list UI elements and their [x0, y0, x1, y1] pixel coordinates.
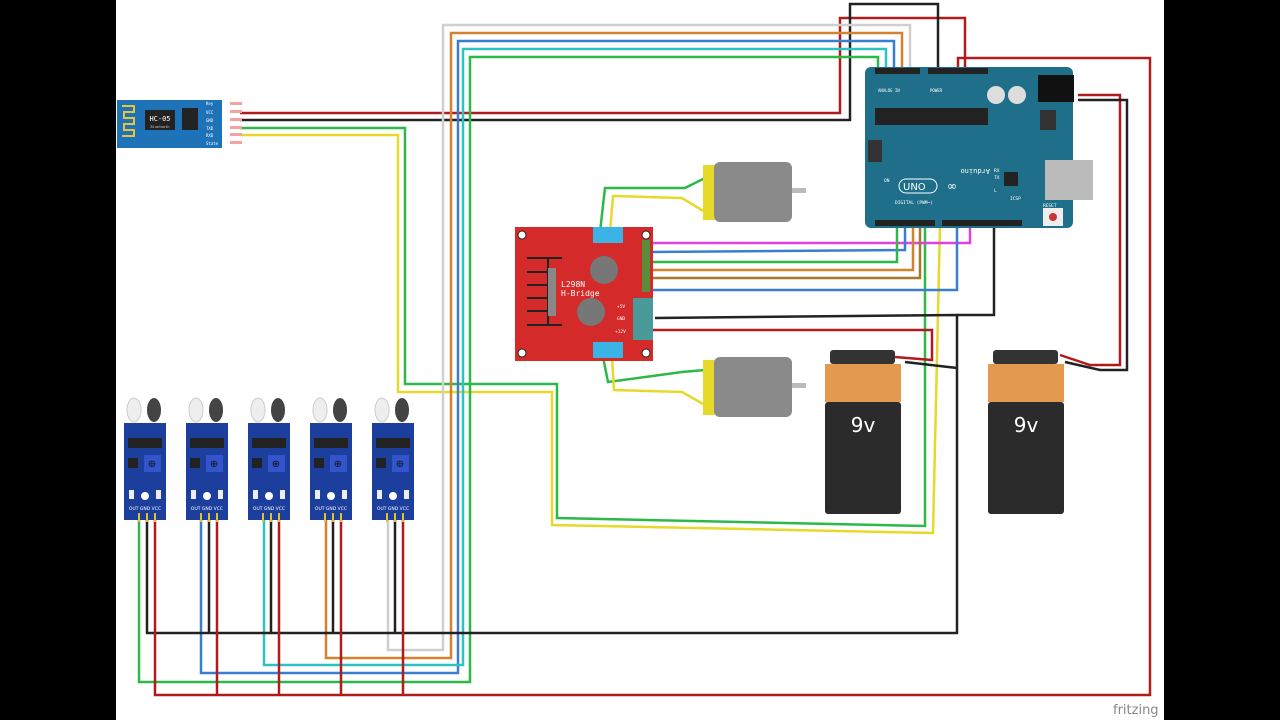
wire-a-orange[interactable]	[324, 31, 904, 660]
svg-text:⊕: ⊕	[272, 459, 280, 470]
sensor-pin-labels: OUT GND VCC	[129, 506, 161, 512]
hc05-module: HC-05 Bluetooth Key VCC GND TXD RXD Stat…	[117, 100, 242, 148]
wire-motor1-a[interactable]	[598, 176, 706, 233]
ir-sensor-2: ⊕ OUT GND VCC	[186, 397, 228, 522]
digital-header-label: DIGITAL (PWM~)	[895, 200, 933, 206]
wire-bt-rxd[interactable]	[240, 133, 942, 535]
pin-gnd: GND	[617, 316, 625, 322]
driver-label: L298N	[561, 280, 585, 289]
wire-bt-vcc[interactable]	[240, 16, 967, 115]
ir-sensor-1: ⊕ OUT GND VCC	[124, 397, 166, 522]
pin-txd: TXD	[206, 126, 214, 131]
wire-a-cyan[interactable]	[262, 47, 888, 667]
pin-5v: +5V	[617, 304, 625, 310]
wire-in-orange[interactable]	[650, 225, 915, 272]
wire-a-blue[interactable]	[199, 39, 896, 675]
wire-motor2-b[interactable]	[610, 356, 706, 407]
barrel-jack	[1038, 75, 1074, 102]
svg-text:⊕: ⊕	[334, 459, 342, 470]
wire-bt-txd[interactable]	[240, 126, 927, 528]
arduino-uno: ANALOG IN POWER Arduino UNO ∞ RX TX L ON…	[865, 67, 1093, 228]
usb-port	[1045, 160, 1093, 200]
uno-logo: UNO	[903, 182, 926, 193]
svg-text:⊕: ⊕	[210, 459, 218, 470]
battery-label: 9v	[1014, 413, 1039, 437]
on-label: ON	[884, 178, 890, 184]
antenna-icon	[122, 105, 135, 137]
ir-sensor-4: ⊕ OUT GND VCC	[310, 397, 352, 522]
pin-rxd: RXD	[206, 133, 214, 138]
wire-motor1-b[interactable]	[608, 194, 706, 233]
module-name: HC-05	[149, 115, 170, 123]
dc-motor-2	[703, 357, 806, 417]
wire-in-blue[interactable]	[649, 225, 907, 254]
wire-ard-gnd[interactable]	[957, 225, 996, 317]
wire-in-brown[interactable]	[650, 225, 922, 280]
wire-a-green[interactable]	[137, 55, 880, 684]
motor-a-terminal	[593, 227, 623, 243]
pin-state: State	[206, 141, 219, 146]
analog-header-label: ANALOG IN	[878, 88, 900, 93]
driver-sublabel: H-Bridge	[561, 289, 600, 298]
wire-12v[interactable]	[650, 328, 934, 362]
microcontroller-chip	[875, 108, 988, 125]
l-label: L	[994, 188, 997, 194]
power-header-label: POWER	[930, 88, 943, 93]
sensor-pin-labels: OUT GND VCC	[315, 506, 347, 512]
svg-text:⊕: ⊕	[148, 459, 156, 470]
pin-gnd: GND	[206, 118, 214, 123]
wire-motor2-a[interactable]	[601, 356, 706, 384]
wire-bt-gnd[interactable]	[240, 2, 940, 122]
power-terminal	[633, 298, 653, 340]
battery-label: 9v	[851, 413, 876, 437]
reset-label: RESET	[1043, 203, 1057, 209]
fritzing-watermark: fritzing	[1113, 703, 1159, 718]
battery-2: 9v	[988, 350, 1064, 514]
wire-bat2-neg[interactable]	[1064, 98, 1129, 372]
sensor-pin-labels: OUT GND VCC	[253, 506, 285, 512]
ir-sensor-5: ⊕ OUT GND VCC	[372, 397, 414, 522]
sensor-pin-labels: OUT GND VCC	[377, 506, 409, 512]
wire-in-blue2[interactable]	[650, 225, 959, 292]
wire-bat1-gnd[interactable]	[904, 360, 958, 370]
wire-bat2-pos[interactable]	[1059, 93, 1122, 367]
wire-in-magenta[interactable]	[650, 225, 972, 245]
icsp-label: ICSP	[1010, 196, 1021, 202]
wire-in-green[interactable]	[650, 225, 899, 264]
pin-key: Key	[206, 101, 214, 106]
wire-gnd-bus[interactable]	[145, 313, 959, 635]
l298n-driver: L298N H-Bridge +5V GND +12V	[515, 227, 653, 361]
pin-vcc: VCC	[206, 110, 214, 115]
module-subtitle: Bluetooth	[151, 125, 170, 129]
infinity-logo-icon: ∞	[947, 179, 957, 193]
wire-a-white[interactable]	[386, 23, 912, 652]
pin-12v: +12V	[615, 329, 626, 335]
svg-text:⊕: ⊕	[396, 459, 404, 470]
motor-b-terminal	[593, 342, 623, 358]
arduino-brand: Arduino	[960, 167, 990, 175]
rx-label: RX	[994, 168, 1000, 174]
battery-1: 9v	[825, 350, 901, 514]
dc-motor-1	[703, 162, 806, 222]
tx-label: TX	[994, 175, 1000, 181]
sensor-pin-labels: OUT GND VCC	[191, 506, 223, 512]
ir-sensor-3: ⊕ OUT GND VCC	[248, 397, 290, 522]
wire-vcc-bus[interactable]	[153, 56, 1152, 697]
